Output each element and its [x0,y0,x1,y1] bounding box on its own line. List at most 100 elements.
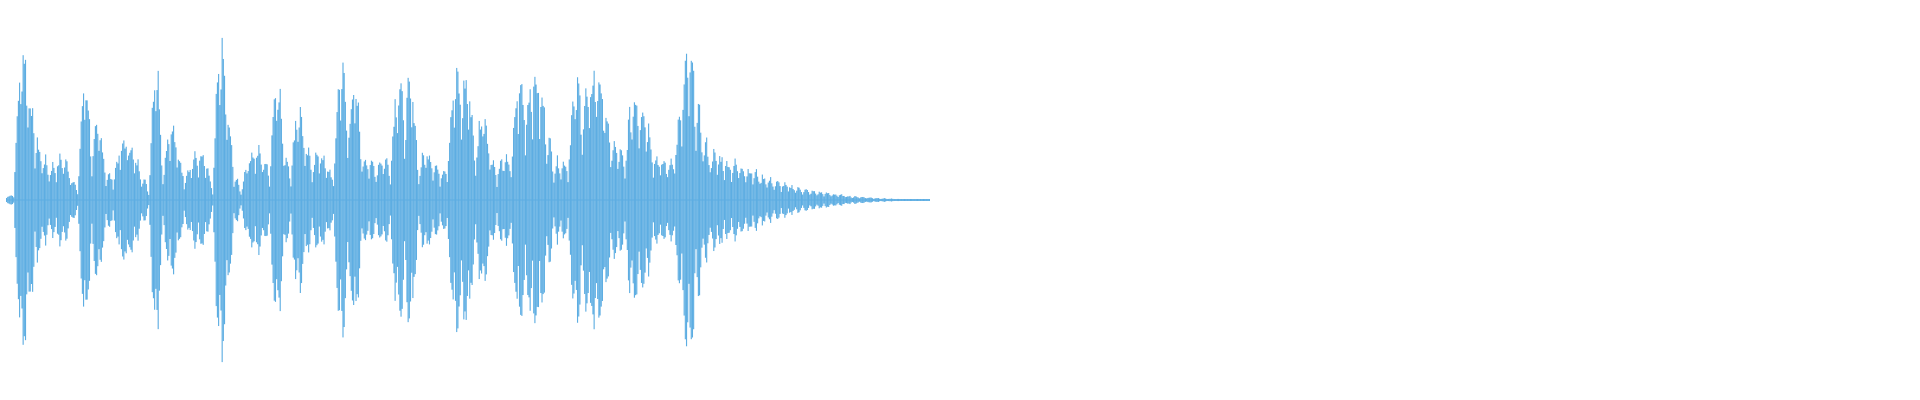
waveform-bar [875,198,877,202]
waveform-bar [468,129,470,271]
waveform-bar [507,161,509,239]
waveform-bar [771,183,773,217]
waveform-bar [889,198,891,202]
waveform-bar [263,169,265,231]
waveform-bar [633,102,635,298]
waveform-bar [815,193,817,207]
waveform-bar [323,155,325,245]
waveform-bar [135,162,137,238]
waveform-bar [598,82,600,318]
waveform-bar [222,58,224,342]
waveform-bar [298,127,300,273]
waveform-bar [847,196,849,204]
waveform-bar [857,197,859,203]
waveform-bar [353,95,355,306]
waveform-bar [902,199,904,201]
waveform-bar [797,187,799,213]
waveform-bar [650,149,652,251]
waveform-bar [105,186,107,214]
waveform-bar [362,166,364,234]
waveform-bar [779,186,781,214]
waveform-bar [612,150,614,250]
waveform-bar [844,197,846,203]
waveform-bar [457,71,459,329]
waveform-bar [253,158,255,242]
waveform-bar [242,181,245,219]
waveform-bar [360,159,362,241]
waveform-bar [567,182,569,218]
waveform-bar [720,161,722,239]
waveform-bar [259,153,261,247]
waveform-bar [632,116,634,284]
waveform-bar [79,148,81,252]
waveform-bar [821,192,823,208]
waveform-bar [677,119,679,281]
waveform-bar [786,186,788,214]
waveform-bar [866,198,868,202]
waveform-bar [188,172,190,228]
waveform-bar [547,155,549,245]
waveform-bar [145,184,147,216]
waveform-bar [768,180,771,220]
waveform-bar [659,175,662,225]
waveform-bar [701,152,703,248]
waveform-bar [367,169,369,231]
waveform-bar [363,161,365,239]
waveform-bar [283,165,285,235]
waveform-bar [304,165,306,235]
waveform-bar [194,151,196,249]
waveform-bar [100,138,102,262]
waveform-bar [402,120,404,280]
waveform-bar [668,169,670,231]
waveform-bar [445,173,447,227]
waveform-bar [297,141,299,259]
waveform-bar [420,167,422,233]
waveform-bar [915,199,917,201]
waveform-bar [231,145,233,255]
waveform-bar [639,130,641,270]
waveform-bar [531,139,534,261]
waveform-bar [629,106,631,294]
waveform-bar [643,116,645,284]
waveform-bar [318,173,320,227]
waveform-bar [452,100,454,300]
waveform-bar [651,162,653,238]
waveform-bar [595,116,598,284]
waveform-bar [27,127,29,273]
waveform-bar [924,199,926,201]
waveform-bar [475,175,477,225]
waveform-bar [471,114,473,286]
waveform-bar [15,142,17,258]
waveform-bar [462,118,464,282]
waveform-bar [791,185,793,215]
waveform-bar [594,101,596,299]
waveform-bar [916,199,919,201]
waveform-bar [7,196,9,204]
waveform-bar [167,139,169,261]
waveform-bar [273,99,275,301]
waveform-bar [816,195,818,205]
waveform-bar [324,168,326,232]
waveform-bar [85,100,87,300]
waveform-bar [526,124,528,276]
waveform-bar [492,160,495,240]
waveform-bar [918,199,920,201]
waveform-bar [437,169,439,231]
waveform-bar [556,155,558,245]
waveform-bar [361,171,363,229]
waveform-bar [604,132,606,268]
waveform-bar [741,168,743,232]
waveform-bar [510,177,512,223]
waveform-bar [380,163,382,237]
waveform-bar [811,190,813,210]
waveform-bar [617,168,619,232]
waveform-bar [603,130,605,270]
waveform-bar [780,191,782,209]
waveform-bar [407,77,409,323]
waveform-bar [150,143,152,257]
waveform-bar [266,164,268,236]
waveform-bar [213,167,215,233]
waveform-bar [676,144,678,256]
waveform-bar [549,138,551,262]
waveform-bar [174,142,176,258]
